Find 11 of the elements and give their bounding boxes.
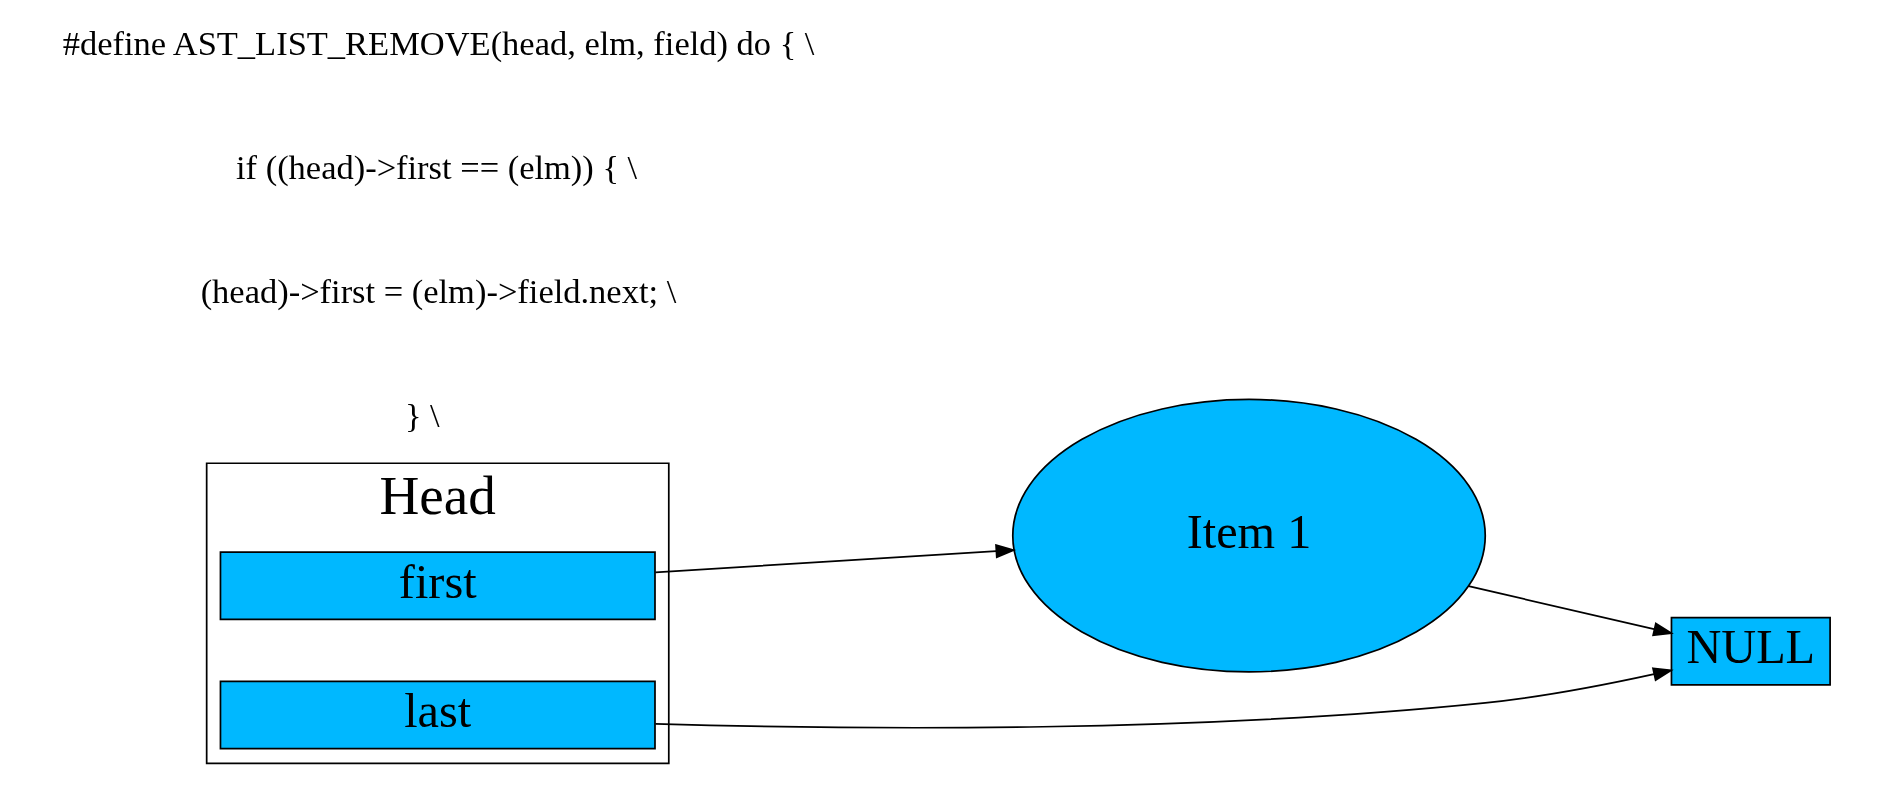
node-ellipse: Item 1 (1011, 398, 1487, 673)
label: #define AST_LIST_REMOVE(head, elm, field) do { \ (62, 23, 815, 62)
label: } \ (404, 396, 440, 435)
arrow (654, 667, 1674, 729)
label: (head)->first = (elm)->field.next; \ (200, 271, 677, 310)
arrow (1467, 585, 1674, 637)
node-box: last (219, 680, 656, 750)
arrow (654, 544, 1017, 574)
node-box: first (219, 551, 656, 621)
label: if ((head)->first == (elm)) { \ (235, 147, 638, 186)
node-box: NULL (1670, 616, 1831, 686)
